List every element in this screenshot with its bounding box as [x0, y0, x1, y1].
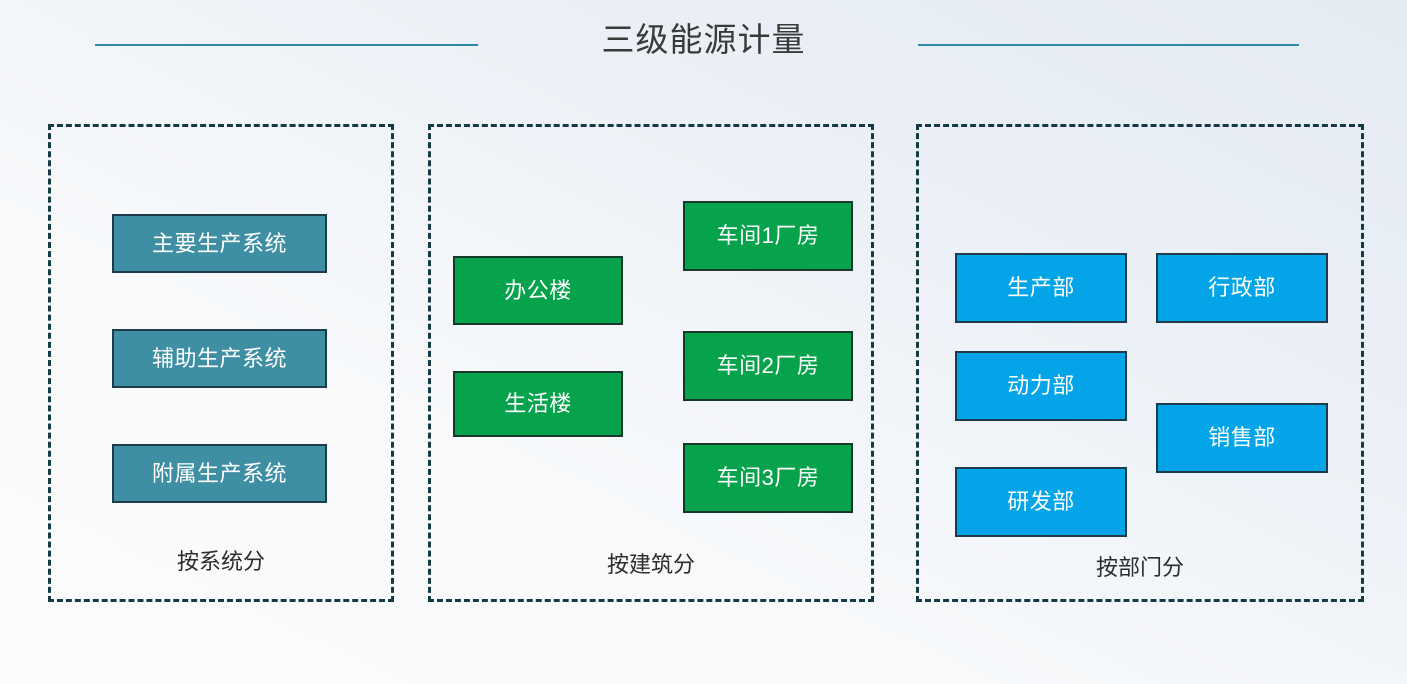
node-sales-department[interactable]: 销售部 — [1156, 403, 1328, 473]
node-label: 主要生产系统 — [151, 230, 287, 256]
node-label: 附属生产系统 — [151, 460, 287, 486]
group-panel-by-building: 办公楼 生活楼 车间1厂房 车间2厂房 车间3厂房 按建筑分 — [428, 124, 874, 602]
node-main-production-system[interactable]: 主要生产系统 — [112, 214, 327, 273]
panel-caption-by-building: 按建筑分 — [606, 552, 695, 577]
page-title: 三级能源计量 — [601, 21, 806, 58]
group-panel-by-department: 生产部 动力部 研发部 行政部 销售部 按部门分 — [916, 124, 1364, 602]
panel-caption-by-system: 按系统分 — [176, 549, 265, 574]
title-bar: 三级能源计量 — [0, 0, 1407, 92]
title-rule-left-decoration — [95, 44, 478, 46]
node-workshop-1-plant[interactable]: 车间1厂房 — [683, 201, 853, 271]
node-label: 研发部 — [1007, 489, 1075, 514]
node-office-building[interactable]: 办公楼 — [453, 256, 623, 325]
node-label: 生活楼 — [504, 391, 572, 416]
node-label: 动力部 — [1007, 373, 1075, 398]
node-label: 生产部 — [1007, 275, 1075, 300]
node-label: 车间3厂房 — [716, 465, 820, 490]
node-research-development-department[interactable]: 研发部 — [955, 467, 1127, 537]
node-label: 车间2厂房 — [716, 353, 820, 378]
group-panel-by-system: 主要生产系统 辅助生产系统 附属生产系统 按系统分 — [48, 124, 394, 602]
node-label: 办公楼 — [504, 277, 572, 303]
node-label: 车间1厂房 — [716, 223, 820, 248]
node-power-department[interactable]: 动力部 — [955, 351, 1127, 421]
node-workshop-3-plant[interactable]: 车间3厂房 — [683, 443, 853, 513]
node-production-department[interactable]: 生产部 — [955, 253, 1127, 323]
title-rule-right-decoration — [918, 44, 1299, 46]
node-workshop-2-plant[interactable]: 车间2厂房 — [683, 331, 853, 401]
node-label: 辅助生产系统 — [151, 345, 287, 371]
node-label: 行政部 — [1208, 275, 1276, 300]
node-living-building[interactable]: 生活楼 — [453, 371, 623, 437]
panel-caption-by-department: 按部门分 — [1095, 555, 1184, 580]
node-administration-department[interactable]: 行政部 — [1156, 253, 1328, 323]
node-auxiliary-production-system[interactable]: 辅助生产系统 — [112, 329, 327, 388]
node-label: 销售部 — [1208, 425, 1276, 450]
node-subsidiary-production-system[interactable]: 附属生产系统 — [112, 444, 327, 503]
